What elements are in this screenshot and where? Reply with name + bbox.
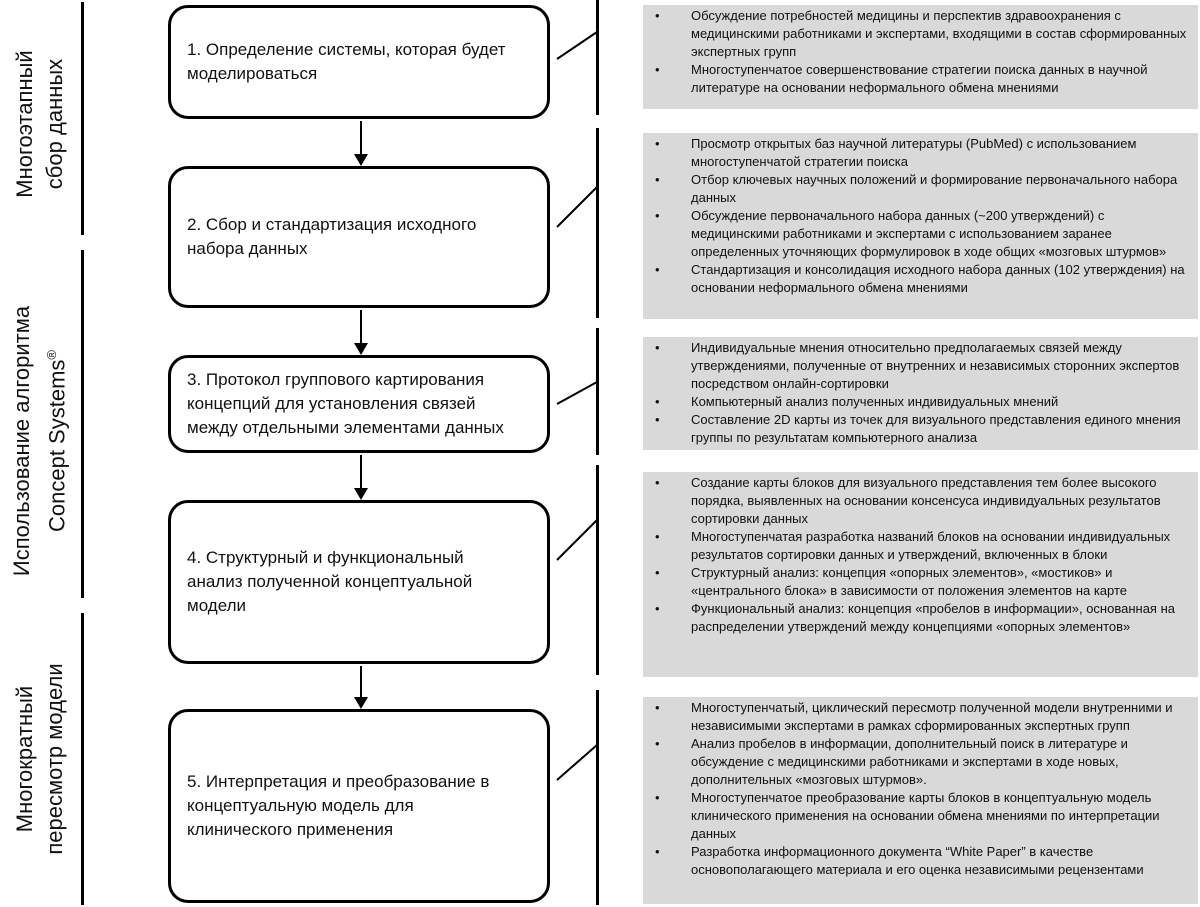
step-label: 2. Сбор и стандартизация исходного набор… — [187, 215, 477, 258]
phase-bar-2 — [81, 250, 84, 598]
arrow-down — [354, 310, 368, 355]
detail-panel-2: Просмотр открытых баз научной литературы… — [643, 133, 1198, 319]
step-label: 5. Интерпретация и преобразование в конц… — [187, 772, 490, 839]
detail-item: Индивидуальные мнения относительно предп… — [649, 339, 1188, 393]
detail-item: Многоступенчатое совершенствование страт… — [649, 61, 1188, 97]
phase-bar-3 — [81, 613, 84, 905]
detail-item: Обсуждение потребностей медицины и персп… — [649, 7, 1188, 61]
step-label: 3. Протокол группового картирования конц… — [187, 370, 504, 437]
phase-bar-1 — [81, 2, 84, 235]
detail-list: Многоступенчатый, циклический пересмотр … — [649, 699, 1188, 879]
phase-label-concept-systems: Использование алгоритма Concept Systems® — [5, 286, 75, 596]
bracket-line — [596, 0, 599, 115]
detail-list: Создание карты блоков для визуального пр… — [649, 474, 1188, 636]
phase-label-data-collection: Многоэтапный сбор данных — [5, 14, 75, 234]
phase-line: пересмотр модели — [42, 663, 67, 855]
detail-item: Функциональный анализ: концепция «пробел… — [649, 600, 1188, 636]
detail-list: Просмотр открытых баз научной литературы… — [649, 135, 1188, 297]
connector-line — [556, 381, 598, 405]
step-box-3: 3. Протокол группового картирования конц… — [168, 355, 550, 453]
phase-line: сбор данных — [42, 58, 67, 190]
arrow-down — [354, 666, 368, 709]
detail-item: Многоступенчатый, циклический пересмотр … — [649, 699, 1188, 735]
step-box-2: 2. Сбор и стандартизация исходного набор… — [168, 166, 550, 308]
phase-line: Многоэтапный — [12, 50, 37, 198]
detail-item: Структурный анализ: концепция «опорных э… — [649, 564, 1188, 600]
detail-item: Создание карты блоков для визуального пр… — [649, 474, 1188, 528]
bracket-line — [596, 128, 599, 318]
registered-mark: ® — [44, 350, 60, 360]
detail-panel-4: Создание карты блоков для визуального пр… — [643, 472, 1198, 677]
bracket-line — [596, 328, 599, 455]
arrow-down — [354, 121, 368, 166]
connector-line — [556, 519, 598, 561]
phase-line: Использование алгоритма — [9, 305, 35, 577]
detail-item: Разработка информационного документа “Wh… — [649, 843, 1188, 879]
arrow-down — [354, 455, 368, 500]
phase-label-model-revision: Многократный пересмотр модели — [5, 649, 75, 869]
detail-list: Обсуждение потребностей медицины и персп… — [649, 7, 1188, 97]
step-box-4: 4. Структурный и функциональный анализ п… — [168, 500, 550, 664]
detail-item: Компьютерный анализ полученных индивидуа… — [649, 393, 1188, 411]
detail-panel-1: Обсуждение потребностей медицины и персп… — [643, 5, 1198, 109]
step-box-1: 1. Определение системы, которая будет мо… — [168, 5, 550, 119]
phase-line: Многократный — [12, 685, 37, 833]
step-label: 4. Структурный и функциональный анализ п… — [187, 548, 473, 615]
phase-line: Concept Systems® — [37, 350, 72, 532]
detail-item: Многоступенчатая разработка названий бло… — [649, 528, 1188, 564]
connector-line — [556, 744, 598, 781]
detail-item: Отбор ключевых научных положений и форми… — [649, 171, 1188, 207]
bracket-line — [596, 465, 599, 675]
bracket-line — [596, 690, 599, 905]
connector-line — [556, 31, 598, 60]
detail-item: Обсуждение первоначального набора данных… — [649, 207, 1188, 261]
detail-item: Просмотр открытых баз научной литературы… — [649, 135, 1188, 171]
detail-list: Индивидуальные мнения относительно предп… — [649, 339, 1188, 447]
detail-item: Составление 2D карты из точек для визуал… — [649, 411, 1188, 447]
detail-item: Анализ пробелов в информации, дополнител… — [649, 735, 1188, 789]
phase-line-text: Concept Systems — [44, 359, 70, 532]
step-label: 1. Определение системы, которая будет мо… — [187, 40, 506, 83]
detail-panel-3: Индивидуальные мнения относительно предп… — [643, 337, 1198, 450]
detail-item: Многоступенчатое преобразование карты бл… — [649, 789, 1188, 843]
detail-item: Стандартизация и консолидация исходного … — [649, 261, 1188, 297]
detail-panel-5: Многоступенчатый, циклический пересмотр … — [643, 697, 1198, 904]
connector-line — [556, 186, 598, 228]
step-box-5: 5. Интерпретация и преобразование в конц… — [168, 709, 550, 903]
